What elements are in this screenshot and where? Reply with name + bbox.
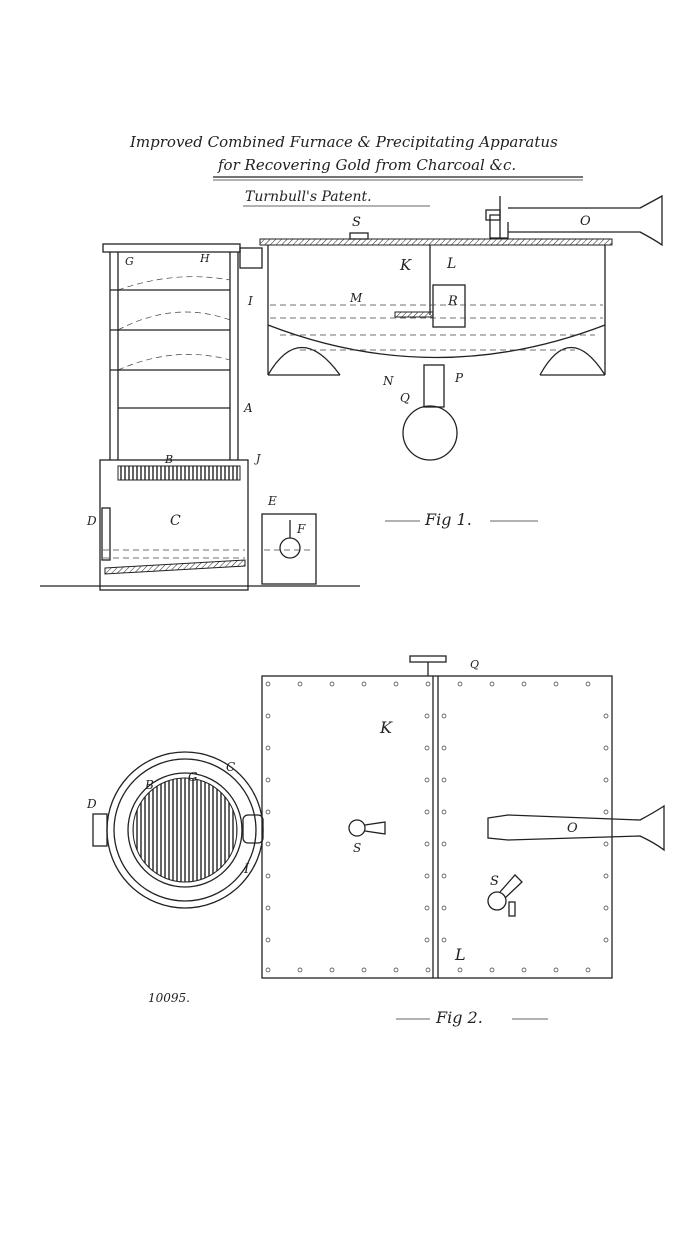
- rivet: [329, 681, 335, 687]
- label-I: I: [247, 294, 253, 308]
- rivet: [265, 745, 271, 751]
- rivet: [265, 777, 271, 783]
- label-D: D: [86, 514, 97, 528]
- rivet: [603, 905, 609, 911]
- rivet: [265, 809, 271, 815]
- rivet: [297, 681, 303, 687]
- fig2-label-L: L: [454, 945, 466, 964]
- rivet: [603, 777, 609, 783]
- rivet: [425, 967, 431, 973]
- rivet: [585, 681, 591, 687]
- fig2-rivets: [265, 681, 609, 973]
- rivet: [603, 713, 609, 719]
- rivet: [361, 681, 367, 687]
- rivet: [441, 873, 447, 879]
- label-F: F: [296, 522, 306, 536]
- rivet: [265, 873, 271, 879]
- rivet: [424, 745, 430, 751]
- rivet: [329, 967, 335, 973]
- label-P: P: [454, 371, 464, 385]
- rivet: [457, 967, 463, 973]
- label-R: R: [447, 294, 458, 309]
- rivet: [521, 681, 527, 687]
- rivet: [603, 841, 609, 847]
- rivet: [441, 745, 447, 751]
- fig2-label-K: K: [379, 718, 393, 737]
- label-H: H: [199, 252, 210, 265]
- rivet: [265, 937, 271, 943]
- fig1-tank: [259, 194, 663, 461]
- rivet: [265, 967, 271, 973]
- fig2-label-G: G: [188, 770, 198, 784]
- patent-number: 10095.: [148, 991, 190, 1005]
- label-C: C: [170, 513, 181, 529]
- rivet: [441, 777, 447, 783]
- rivet: [441, 905, 447, 911]
- label-M: M: [349, 291, 363, 305]
- rivet: [361, 967, 367, 973]
- fig2-label-S1: S: [353, 841, 361, 855]
- rivet: [521, 967, 527, 973]
- label-K: K: [399, 256, 412, 274]
- rivet: [424, 809, 430, 815]
- rivet: [424, 841, 430, 847]
- fig2-label-B: B: [144, 778, 154, 792]
- rivet: [603, 745, 609, 751]
- rivet: [457, 681, 463, 687]
- fig2-caption: Fig 2.: [435, 1008, 483, 1027]
- rivet: [441, 713, 447, 719]
- fig2-label-O: O: [567, 821, 578, 836]
- rivet: [489, 681, 495, 687]
- rivet: [265, 905, 271, 911]
- rivet: [585, 967, 591, 973]
- label-J: J: [254, 452, 261, 465]
- title-line-2: for Recovering Gold from Charcoal &c.: [217, 156, 516, 174]
- rivet: [424, 777, 430, 783]
- rivet: [265, 713, 271, 719]
- fig2-plan: [92, 655, 665, 979]
- fig2-label-I: I: [243, 862, 250, 877]
- rivet: [393, 681, 399, 687]
- fig1-caption: Fig 1.: [424, 510, 472, 529]
- label-G: G: [125, 255, 134, 268]
- subtitle: Turnbull's Patent.: [245, 189, 372, 205]
- rivet: [441, 937, 447, 943]
- rivet: [424, 713, 430, 719]
- rivet: [297, 967, 303, 973]
- rivet: [425, 681, 431, 687]
- rivet: [424, 937, 430, 943]
- rivet: [424, 905, 430, 911]
- rivet: [553, 967, 559, 973]
- rivet: [393, 967, 399, 973]
- rivet: [441, 841, 447, 847]
- fig2-label-S2: S: [490, 874, 499, 889]
- fig2-label-C: C: [226, 760, 235, 774]
- rivet: [489, 967, 495, 973]
- rivet: [603, 873, 609, 879]
- rivet: [424, 873, 430, 879]
- label-S: S: [352, 215, 361, 230]
- label-N: N: [382, 374, 394, 388]
- rivet: [441, 809, 447, 815]
- label-E: E: [267, 494, 277, 508]
- label-B: B: [164, 453, 173, 466]
- label-O: O: [580, 214, 591, 229]
- label-A: A: [243, 401, 253, 415]
- rivet: [265, 681, 271, 687]
- title-line-1: Improved Combined Furnace & Precipitatin…: [129, 133, 558, 151]
- fig2-label-D: D: [86, 797, 97, 811]
- fig1-furnace: [40, 243, 360, 591]
- rivet: [553, 681, 559, 687]
- label-L: L: [446, 256, 456, 272]
- rivet: [603, 809, 609, 815]
- rivet: [265, 841, 271, 847]
- fig2-label-Q: Q: [470, 658, 479, 671]
- label-Q: Q: [400, 391, 410, 405]
- rivet: [603, 937, 609, 943]
